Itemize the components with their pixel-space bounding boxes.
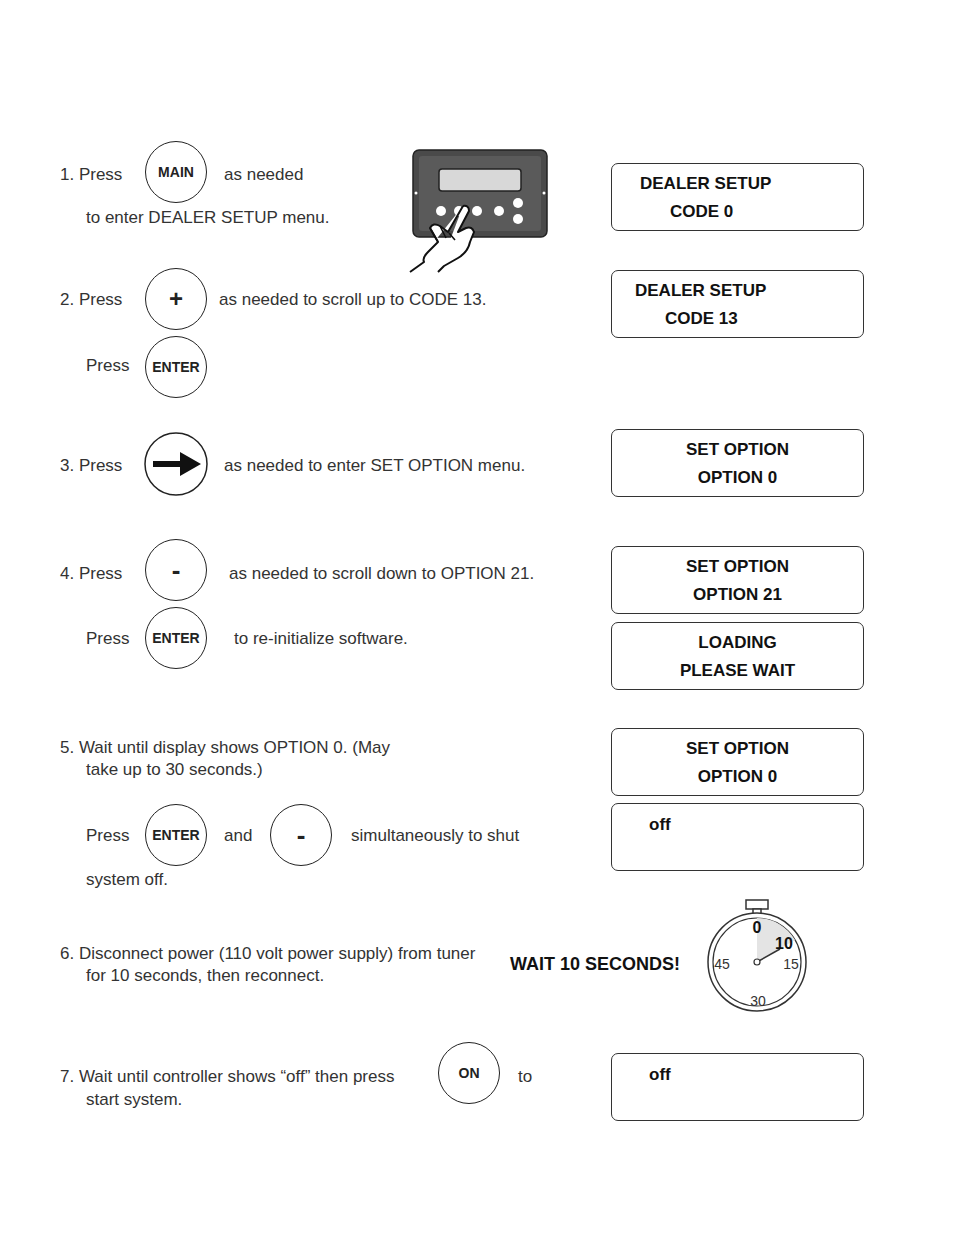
button-label: ENTER [152,630,199,646]
button-circle: ENTER [145,607,207,669]
button-label: - [172,555,181,586]
display-text: LOADING [612,632,863,654]
instruction-text: 5. Wait until display shows OPTION 0. (M… [60,737,416,781]
controller-illustration [410,150,547,272]
display-screen: SET OPTION OPTION 21 [611,546,864,614]
dial-number: 0 [737,917,777,939]
button-label: ENTER [152,827,199,843]
display-text: SET OPTION [612,556,863,578]
display-screen: SET OPTION OPTION 0 [611,728,864,796]
instruction-text: 1. Press [60,164,122,186]
instruction-text: as needed to scroll down to OPTION 21. [229,563,534,585]
display-text: DEALER SETUP [640,173,771,195]
display-text: off [649,1064,671,1086]
instruction-text: to [518,1066,532,1088]
button-label: MAIN [158,164,194,180]
dial-number: 30 [738,990,778,1012]
instruction-text: 2. Press [60,289,122,311]
instruction-text: 6. Disconnect power (110 volt power supp… [60,943,486,987]
display-text: OPTION 21 [612,584,863,606]
button-circle: - [145,539,207,601]
instruction-text: Press [86,825,129,847]
instruction-text: 3. Press [60,455,122,477]
display-screen: DEALER SETUP CODE 13 [611,270,864,338]
display-screen: LOADING PLEASE WAIT [611,622,864,690]
instruction-text: as needed to scroll up to CODE 13. [219,289,486,311]
dial-number: WAIT 10 SECONDS! [510,953,680,975]
instruction-text: simultaneously to shut [351,825,519,847]
button-circle: + [145,268,207,330]
display-text: DEALER SETUP [635,280,766,302]
instruction-text: Press [86,628,129,650]
button-circle: MAIN [145,141,207,203]
button-label: ENTER [152,359,199,375]
instruction-text: Press [86,355,129,377]
display-text: PLEASE WAIT [612,660,863,682]
display-screen: DEALER SETUP CODE 0 [611,163,864,231]
display-text: SET OPTION [612,439,863,461]
display-text: CODE 0 [670,201,733,223]
display-screen: off [611,1053,864,1121]
instruction-text: to re-initialize software. [234,628,408,650]
display-text: OPTION 0 [612,467,863,489]
display-text: SET OPTION [612,738,863,760]
button-circle: ENTER [145,804,207,866]
display-text: OPTION 0 [612,766,863,788]
display-screen: SET OPTION OPTION 0 [611,429,864,497]
instruction-text: system off. [86,869,168,891]
instruction-text: as needed to enter SET OPTION menu. [224,455,525,477]
button-circle: - [270,804,332,866]
display-screen: off [611,803,864,871]
instruction-text: to enter DEALER SETUP menu. [86,207,329,229]
button-label: - [297,820,306,851]
button-label: ON [459,1065,480,1081]
display-text: off [649,814,671,836]
button-label: + [169,285,183,313]
button-circle: ON [438,1042,500,1104]
instruction-text: start system. [86,1089,182,1111]
instruction-text: 4. Press [60,563,122,585]
instruction-text: 7. Wait until controller shows “off” the… [60,1066,394,1088]
instruction-text: and [224,825,252,847]
stopwatch-illustration [708,900,806,1011]
dial-number: 10 [764,933,804,955]
button-circle: ENTER [145,336,207,398]
dial-number: 45 [702,953,742,975]
arrow-button [145,433,207,495]
instruction-text: as needed [224,164,303,186]
display-text: CODE 13 [665,308,738,330]
dial-number: 15 [771,953,811,975]
